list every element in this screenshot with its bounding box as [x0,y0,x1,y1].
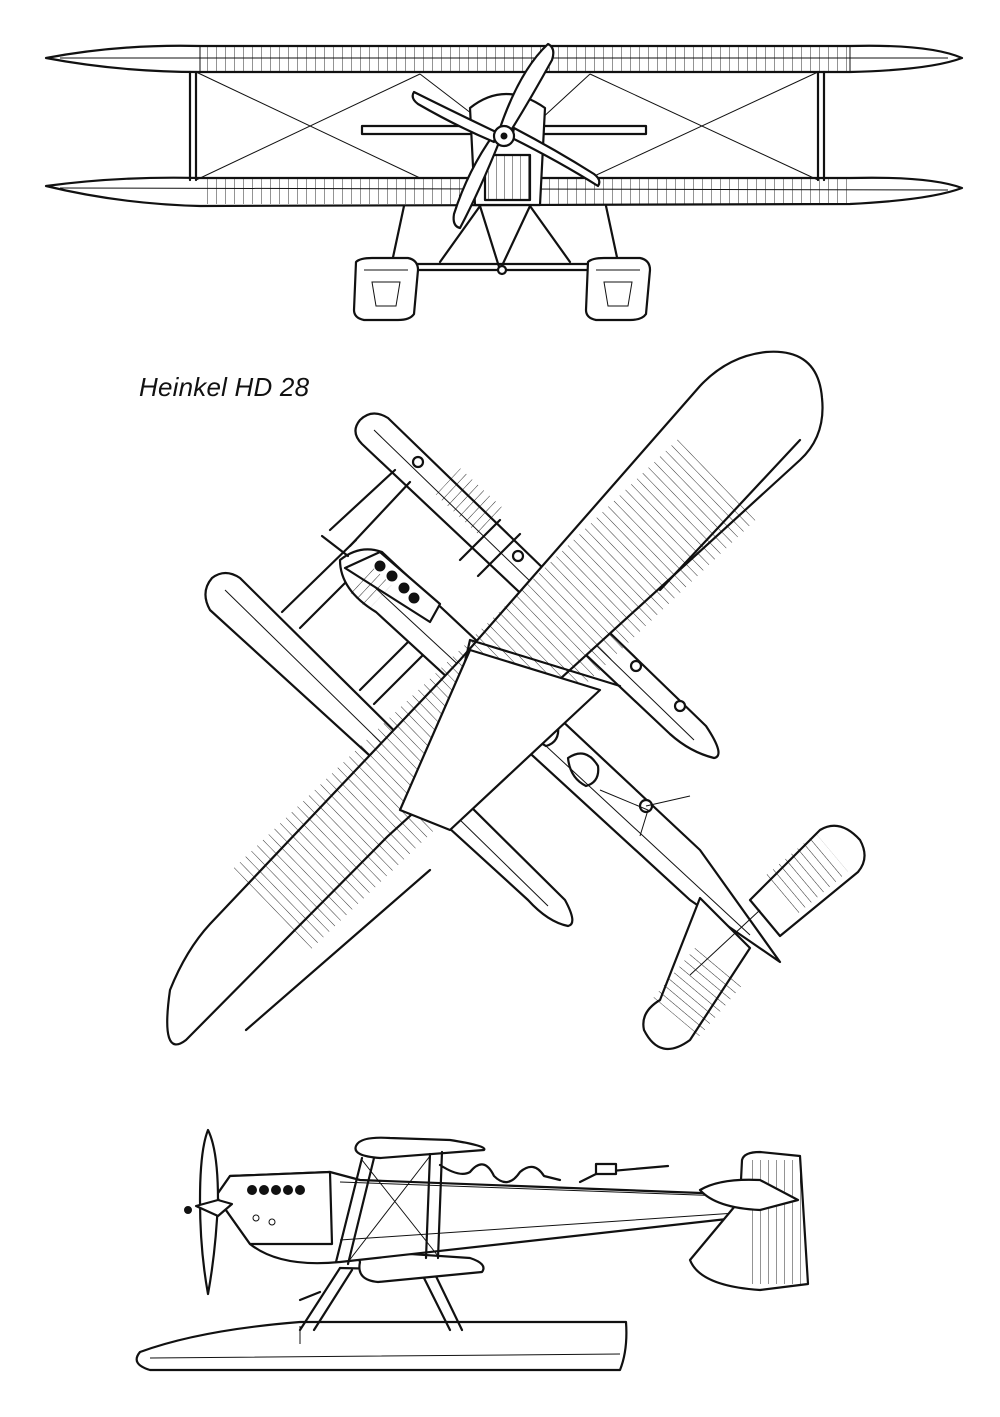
side-propeller [184,1128,234,1296]
side-view [135,1128,810,1372]
front-float-struts [378,204,622,276]
plan-view [166,350,866,1050]
front-right-float [584,256,652,322]
front-left-float [352,256,420,322]
front-upper-wing [44,44,964,74]
plan-tailplane [642,824,866,1050]
plan-propeller [320,534,350,558]
front-view [44,42,964,322]
plan-fuselage [338,548,782,964]
front-interplane-struts [188,70,826,182]
front-propeller [411,42,601,230]
drawing-title: Heinkel HD 28 [139,372,310,402]
side-tail [688,1150,810,1292]
side-upper-wing [334,1136,486,1266]
front-fuselage [468,92,547,207]
plan-wing [166,350,824,1046]
side-float [135,1320,628,1372]
